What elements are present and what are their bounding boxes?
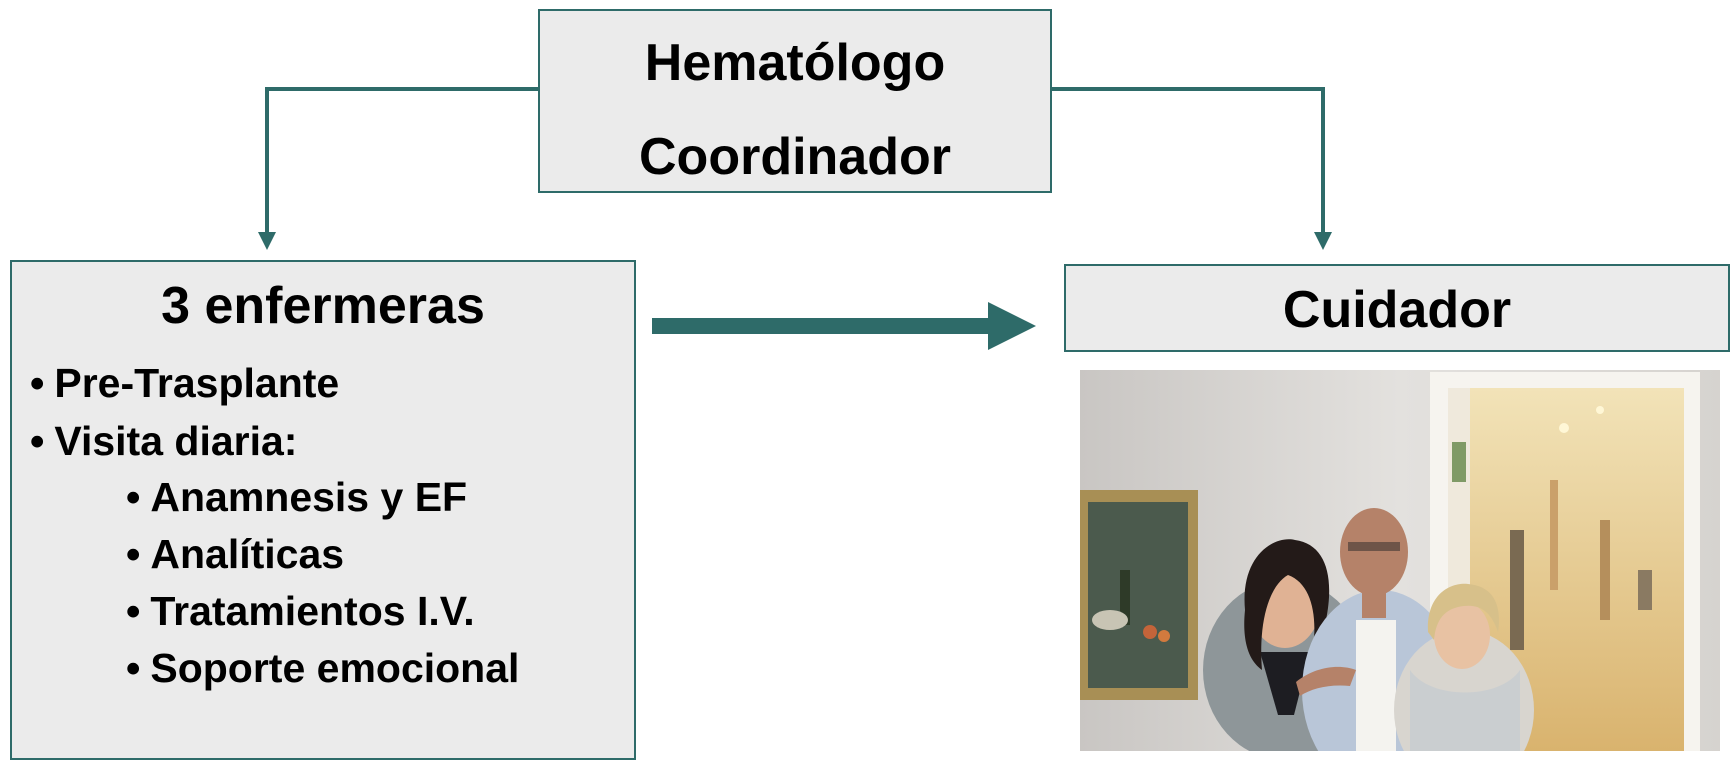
bullet-icon: • <box>126 474 141 520</box>
nurses-title: 3 enfermeras <box>161 277 485 335</box>
bullet-icon: • <box>30 360 45 406</box>
painting-canvas <box>1088 502 1188 688</box>
person-left-hair <box>1244 539 1330 670</box>
connector-coordinator-to-nurses <box>265 87 538 236</box>
list-item-label: Tratamientos I.V. <box>150 588 475 634</box>
list-item-label: Pre-Trasplante <box>54 360 340 406</box>
bullet-icon: • <box>30 418 45 464</box>
person-middle-head <box>1340 508 1408 596</box>
list-item: •Tratamientos I.V. <box>126 588 475 634</box>
nurses-box: 3 enfermeras •Pre-Trasplante •Visita dia… <box>10 260 636 760</box>
list-item: •Soporte emocional <box>126 645 519 691</box>
coordinator-box: Hematólogo Coordinador <box>538 9 1052 193</box>
block-arrow-shaft <box>652 318 990 334</box>
arrowhead-caregiver <box>1314 232 1332 250</box>
block-arrow-head <box>988 302 1036 350</box>
photo-illustration <box>1080 370 1720 751</box>
coordinator-title: Coordinador <box>639 128 951 186</box>
caregiver-title: Cuidador <box>1282 281 1512 339</box>
caregiver-photo <box>1080 370 1720 751</box>
list-item-label: Analíticas <box>150 531 345 577</box>
list-item: •Anamnesis y EF <box>126 474 467 520</box>
list-item: •Visita diaria: <box>30 418 297 464</box>
bullet-icon: • <box>126 588 141 634</box>
list-item-label: Soporte emocional <box>150 645 520 691</box>
caregiver-box: Cuidador <box>1064 264 1730 352</box>
list-item: •Analíticas <box>126 531 344 577</box>
arrowhead-nurses <box>258 232 276 250</box>
person-right-hair <box>1427 583 1499 640</box>
bullet-icon: • <box>126 531 141 577</box>
coordinator-role: Hematólogo <box>644 34 946 92</box>
list-item-label: Anamnesis y EF <box>150 474 468 520</box>
list-item-label: Visita diaria: <box>54 418 298 464</box>
connector-coordinator-to-caregiver <box>1052 87 1325 236</box>
list-item: •Pre-Trasplante <box>30 360 339 406</box>
bullet-icon: • <box>126 645 141 691</box>
